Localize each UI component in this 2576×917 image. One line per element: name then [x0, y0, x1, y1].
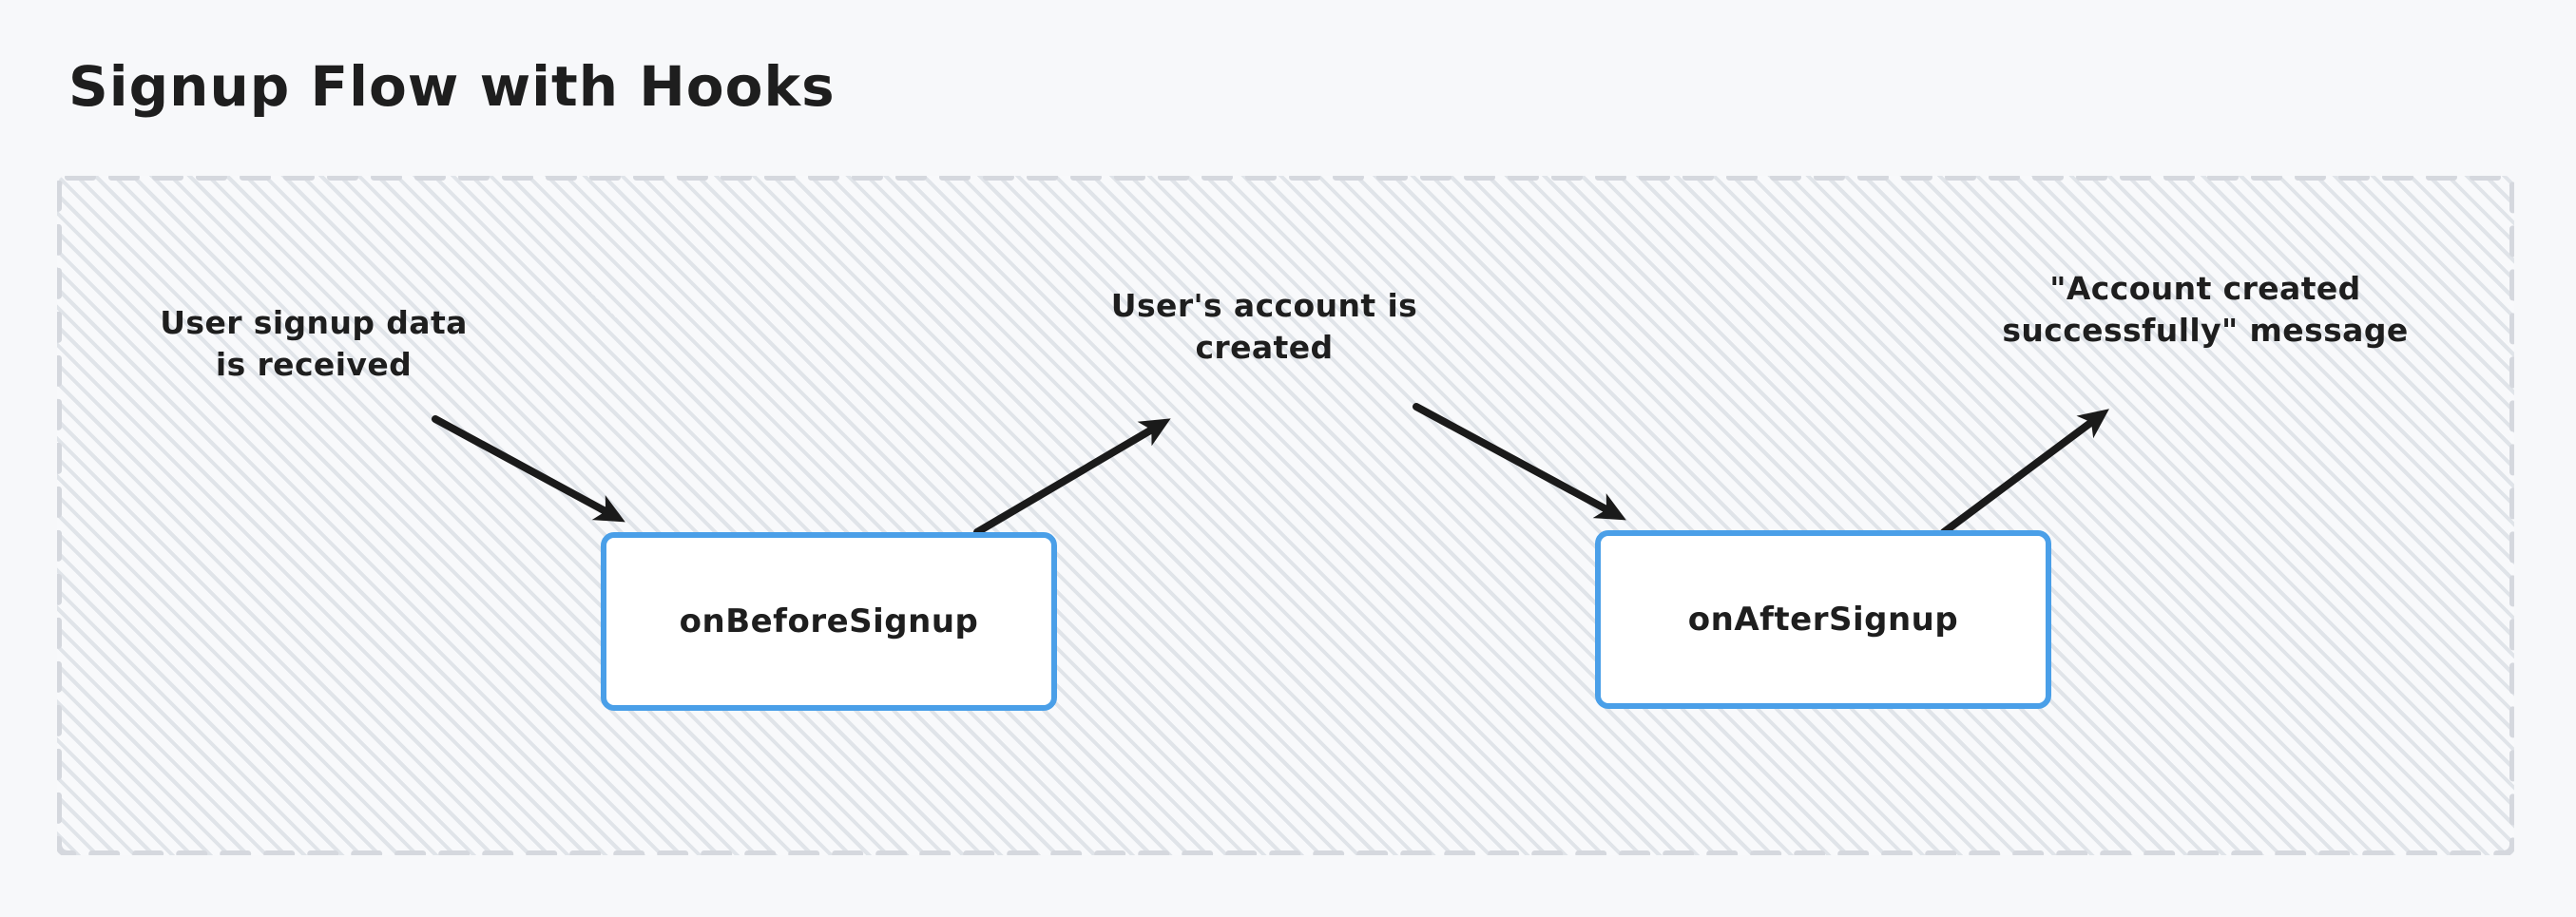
edge-label-success-message: "Account created successfully" message: [2002, 270, 2409, 349]
edge-label-account-created: User's account is created: [1110, 287, 1418, 366]
page-title: Signup Flow with Hooks: [68, 54, 836, 119]
node-label-on-after-signup: onAfterSignup: [1687, 601, 1959, 639]
node-on-after-signup[interactable]: onAfterSignup: [1595, 530, 2051, 709]
node-on-before-signup[interactable]: onBeforeSignup: [601, 532, 1057, 711]
node-label-on-before-signup: onBeforeSignup: [679, 602, 979, 640]
flow-container: [57, 176, 2514, 855]
edge-label-signup-data: User signup data is received: [160, 304, 468, 383]
